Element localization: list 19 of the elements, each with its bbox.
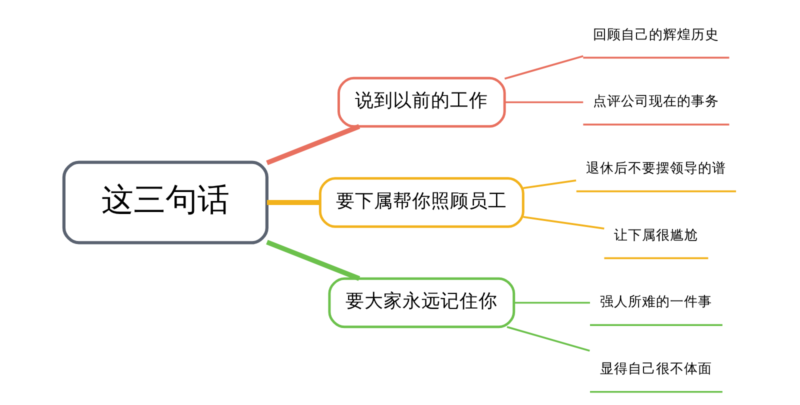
connector [523,216,604,230]
node-text: 强人所难的一件事 [600,294,712,310]
node-text: 让下属很尴尬 [614,227,698,244]
node-text: 退休后不要摆领导的谱 [586,160,726,177]
connector [266,200,320,205]
connector [523,180,576,189]
node-box: 这三句话 [62,160,268,244]
connector [266,124,360,166]
connector [504,101,584,104]
node-box: 说到以前的工作 [338,76,506,128]
connector [504,55,584,80]
node-text: 显得自己很不体面 [600,361,712,378]
connector [514,302,590,304]
connector [506,326,590,352]
node-box: 要下属帮你照顾员工 [318,177,524,228]
node-box: 要大家永远记住你 [328,277,516,328]
node-text: 点评公司现在的事务 [593,94,720,110]
node-text: 回顾自己的辉煌历史 [593,26,720,43]
connector [266,240,360,281]
